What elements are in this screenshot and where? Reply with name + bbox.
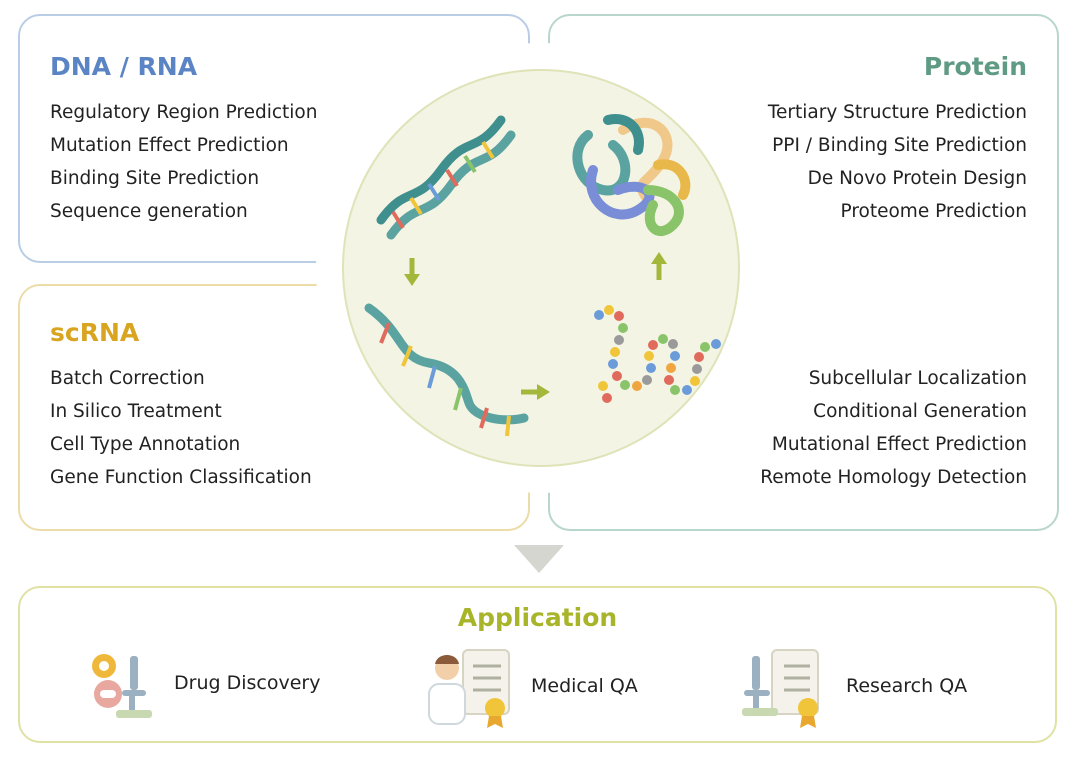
scrna-title: scRNA: [50, 318, 140, 347]
list-item: In Silico Treatment: [50, 401, 222, 422]
scrna-task-list: Batch Correction In Silico Treatment Cel…: [50, 362, 312, 494]
central-cycle-diagram: [316, 43, 766, 493]
application-label: Drug Discovery: [174, 672, 321, 694]
protein-task-list: Tertiary Structure Prediction PPI / Bind…: [768, 96, 1027, 228]
list-item: Gene Function Classification: [50, 467, 312, 488]
folded-protein-icon: [572, 114, 691, 236]
microscope-checklist-icon: [742, 649, 819, 728]
list-item: Mutation Effect Prediction: [50, 135, 289, 156]
application-label: Research QA: [846, 675, 968, 697]
list-item: Subcellular Localization: [808, 368, 1027, 389]
down-triangle-icon: [514, 545, 564, 573]
list-item: Batch Correction: [50, 368, 205, 389]
drug-discovery-icon: [92, 654, 152, 718]
list-item: De Novo Protein Design: [807, 168, 1027, 189]
list-item: PPI / Binding Site Prediction: [772, 135, 1027, 156]
application-item-research-qa: Research QA: [738, 644, 967, 728]
right-arrow-icon: [521, 384, 550, 400]
application-item-drug-discovery: Drug Discovery: [82, 644, 320, 722]
list-item: Tertiary Structure Prediction: [767, 102, 1027, 123]
application-label: Medical QA: [531, 675, 638, 697]
protein-lower-task-list: Subcellular Localization Conditional Gen…: [760, 362, 1027, 494]
doctor-checklist-icon: [428, 649, 510, 728]
dna-helix-icon: [376, 115, 516, 240]
list-item: Conditional Generation: [813, 401, 1027, 422]
application-panel: Application Drug Discovery Medical QA: [18, 586, 1057, 743]
list-item: Mutational Effect Prediction: [771, 434, 1027, 455]
list-item: Remote Homology Detection: [760, 467, 1027, 488]
list-item: Proteome Prediction: [840, 201, 1028, 222]
rna-helix-icon: [364, 303, 529, 437]
list-item: Sequence generation: [50, 201, 248, 222]
down-arrow-icon: [404, 258, 420, 286]
protein-title: Protein: [923, 52, 1027, 81]
application-item-medical-qa: Medical QA: [425, 644, 638, 728]
list-item: Cell Type Annotation: [50, 434, 241, 455]
list-item: Binding Site Prediction: [50, 168, 260, 189]
up-arrow-icon: [651, 252, 667, 280]
amino-acid-chain-icon: [594, 305, 721, 403]
dna-rna-title: DNA / RNA: [50, 52, 198, 81]
dna-rna-task-list: Regulatory Region Prediction Mutation Ef…: [50, 96, 317, 228]
application-title: Application: [457, 603, 618, 632]
list-item: Regulatory Region Prediction: [50, 102, 318, 123]
